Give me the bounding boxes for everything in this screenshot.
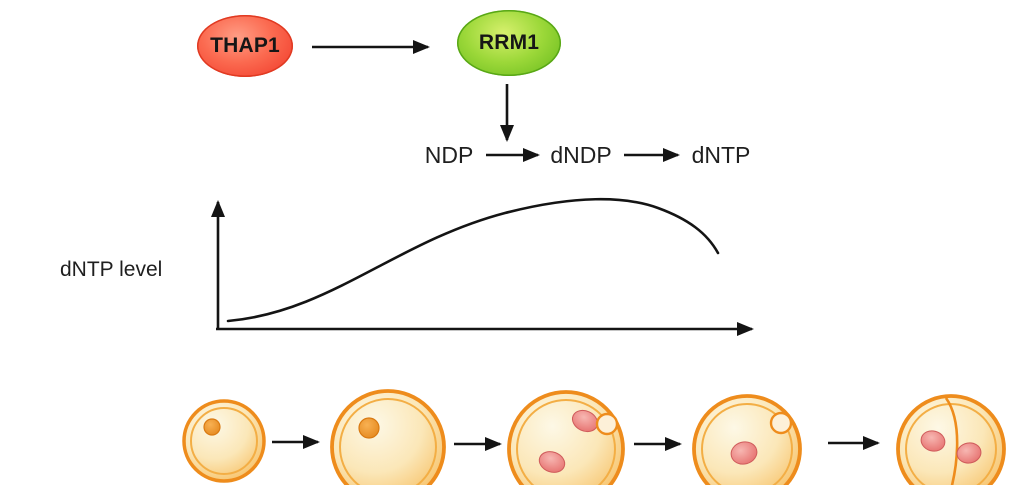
pink-nucleus-icon xyxy=(956,442,982,464)
cell-stage-4-zygote xyxy=(692,394,802,485)
pink-nucleus-icon xyxy=(538,451,566,473)
dntp-level-curve xyxy=(226,197,720,323)
cell-stage-5-dividing-embryo xyxy=(896,394,1006,485)
polar-body-icon xyxy=(769,411,793,435)
polar-body-icon xyxy=(595,412,619,436)
cell-stage-2-grown-oocyte xyxy=(330,389,446,485)
pink-nucleus-icon xyxy=(730,441,758,465)
y-axis-label: dNTP level xyxy=(60,258,163,281)
cell-stage-3-oocyte xyxy=(507,390,625,485)
reaction-step-ndp: NDP xyxy=(424,142,474,168)
node-rrm1-label: RRM1 xyxy=(478,31,540,54)
node-rrm1: RRM1 xyxy=(457,10,561,76)
node-thap1-label: THAP1 xyxy=(210,34,280,57)
nucleolus-dot-icon xyxy=(203,418,221,436)
reaction-step-dntp: dNTP xyxy=(691,142,751,168)
pink-nucleus-icon xyxy=(920,430,946,452)
cleavage-furrow-icon xyxy=(944,397,959,485)
node-thap1: THAP1 xyxy=(197,15,293,77)
cell-stage-1-small-oocyte xyxy=(182,399,266,483)
nucleolus-dot-icon xyxy=(358,417,380,439)
reaction-step-dndp: dNDP xyxy=(550,142,612,168)
